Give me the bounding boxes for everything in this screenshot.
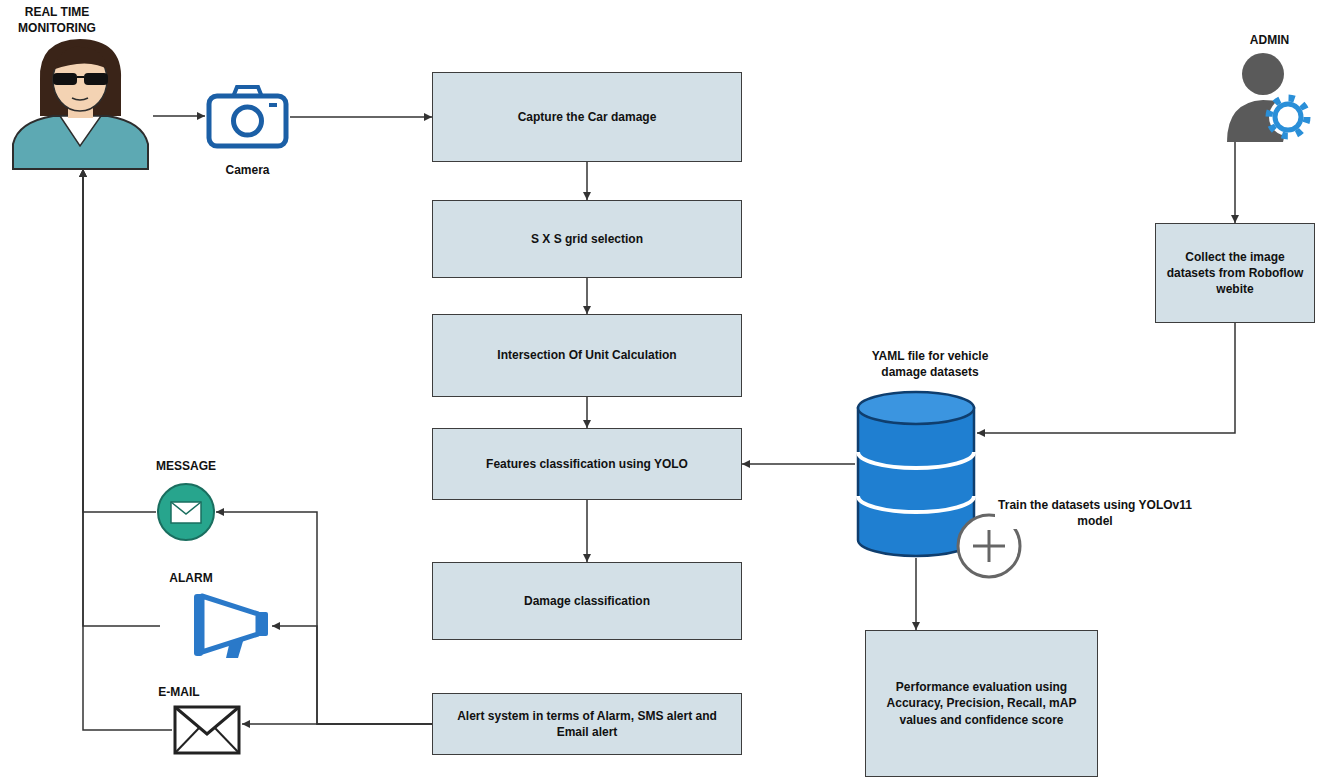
box-text: Alert system in terms of Alarm, SMS aler… — [443, 708, 731, 740]
message-figure — [156, 482, 216, 542]
process-box: Collect the image datasets from Roboflow… — [1155, 223, 1315, 323]
monitoring-person-figure-part — [60, 116, 101, 146]
monitoring-person-figure-part — [77, 76, 84, 78]
dataset-database: YAML file for vehicle damage datasets — [848, 346, 1026, 582]
megaphone-figure-part — [256, 612, 268, 636]
monitoring-person-figure-part — [72, 98, 88, 100]
box-text: Performance evaluation using Accuracy, P… — [876, 679, 1087, 728]
envelope-figure-part — [175, 707, 239, 753]
megaphone-figure-part — [194, 594, 203, 656]
database-cylinder-part — [858, 452, 974, 468]
megaphone-figure — [160, 592, 272, 660]
box-text: Intersection Of Unit Calculation — [497, 347, 676, 363]
admin-figure-part — [1242, 53, 1284, 95]
flow-arrow — [586, 500, 588, 562]
monitoring-person-figure-part — [84, 73, 108, 85]
email-icon: E-MAIL — [146, 682, 244, 758]
message-icon: MESSAGE — [146, 456, 226, 544]
message-figure-part — [171, 502, 201, 523]
camera-figure-part — [269, 103, 277, 107]
message-figure-part — [171, 502, 201, 514]
database-cylinder-part — [858, 408, 974, 556]
monitoring-person-figure-part — [53, 73, 77, 85]
camera-icon: Camera — [200, 82, 295, 180]
admin-figure — [1225, 50, 1313, 142]
envelope-figure — [172, 704, 242, 756]
process-box: Damage classification — [432, 562, 742, 640]
flow-arrow — [586, 162, 588, 200]
process-box: S X S grid selection — [432, 200, 742, 278]
monitoring-person-figure-part — [40, 39, 121, 116]
flow-arrow — [242, 723, 432, 725]
monitoring-person: REAL TIME MONITORING — [4, 4, 156, 170]
icon-label: ADMIN — [1222, 32, 1317, 48]
box-text: S X S grid selection — [531, 231, 643, 247]
flow-arrow — [153, 115, 205, 117]
icon-label: ALARM — [156, 570, 226, 586]
flow-arrow — [1234, 142, 1236, 223]
camera-figure — [205, 82, 290, 150]
icon-label: REAL TIME MONITORING — [7, 4, 107, 36]
box-text: Features classification using YOLO — [486, 456, 688, 472]
alarm-icon: ALARM — [156, 568, 274, 662]
flow-arrow — [290, 116, 432, 118]
envelope-figure-part — [215, 728, 239, 753]
icon-label: Camera — [200, 162, 295, 178]
admin-figure-part — [1269, 98, 1307, 136]
box-text: Collect the image datasets from Roboflow… — [1166, 249, 1304, 298]
flow-arrow — [742, 463, 855, 465]
admin-figure-part — [1275, 104, 1301, 130]
icon-label: MESSAGE — [146, 458, 226, 474]
process-box: Capture the Car damage — [432, 72, 742, 162]
flow-arrow — [915, 558, 917, 630]
flow-arrow — [586, 397, 588, 428]
database-cylinder-part — [858, 496, 974, 512]
envelope-figure-part — [175, 707, 239, 734]
camera-figure-part — [234, 107, 262, 135]
flow-arrow — [586, 278, 588, 314]
monitoring-person-figure — [8, 36, 153, 169]
flow-arrow — [272, 626, 432, 724]
camera-figure-part — [209, 96, 286, 146]
process-box: Features classification using YOLO — [432, 428, 742, 500]
database-cylinder-part — [858, 392, 974, 424]
flow-arrow — [216, 512, 432, 724]
envelope-figure-part — [175, 728, 199, 753]
box-text: Capture the Car damage — [518, 109, 657, 125]
database-cylinder — [855, 390, 977, 558]
process-box: Performance evaluation using Accuracy, P… — [865, 630, 1098, 777]
monitoring-person-figure-part — [13, 116, 148, 169]
process-box: Alert system in terms of Alarm, SMS aler… — [432, 693, 742, 755]
flow-arrow — [83, 169, 160, 626]
process-box: Intersection Of Unit Calculation — [432, 314, 742, 397]
icon-label: E-MAIL — [146, 684, 212, 700]
plus-badge-part — [988, 530, 991, 562]
icon-label: YAML file for vehicle damage datasets — [850, 348, 1010, 380]
megaphone-figure-part — [226, 638, 244, 658]
message-figure-part — [158, 484, 214, 540]
flow-arrow — [83, 169, 172, 730]
monitoring-person-figure-part — [52, 47, 109, 70]
flow-arrow — [977, 323, 1235, 433]
admin-figure-part — [1269, 98, 1307, 136]
edge-label: Train the datasets using YOLOv11 model — [995, 497, 1195, 529]
admin-icon: ADMIN — [1222, 28, 1317, 144]
flow-arrow — [83, 169, 156, 512]
box-text: Damage classification — [524, 593, 650, 609]
